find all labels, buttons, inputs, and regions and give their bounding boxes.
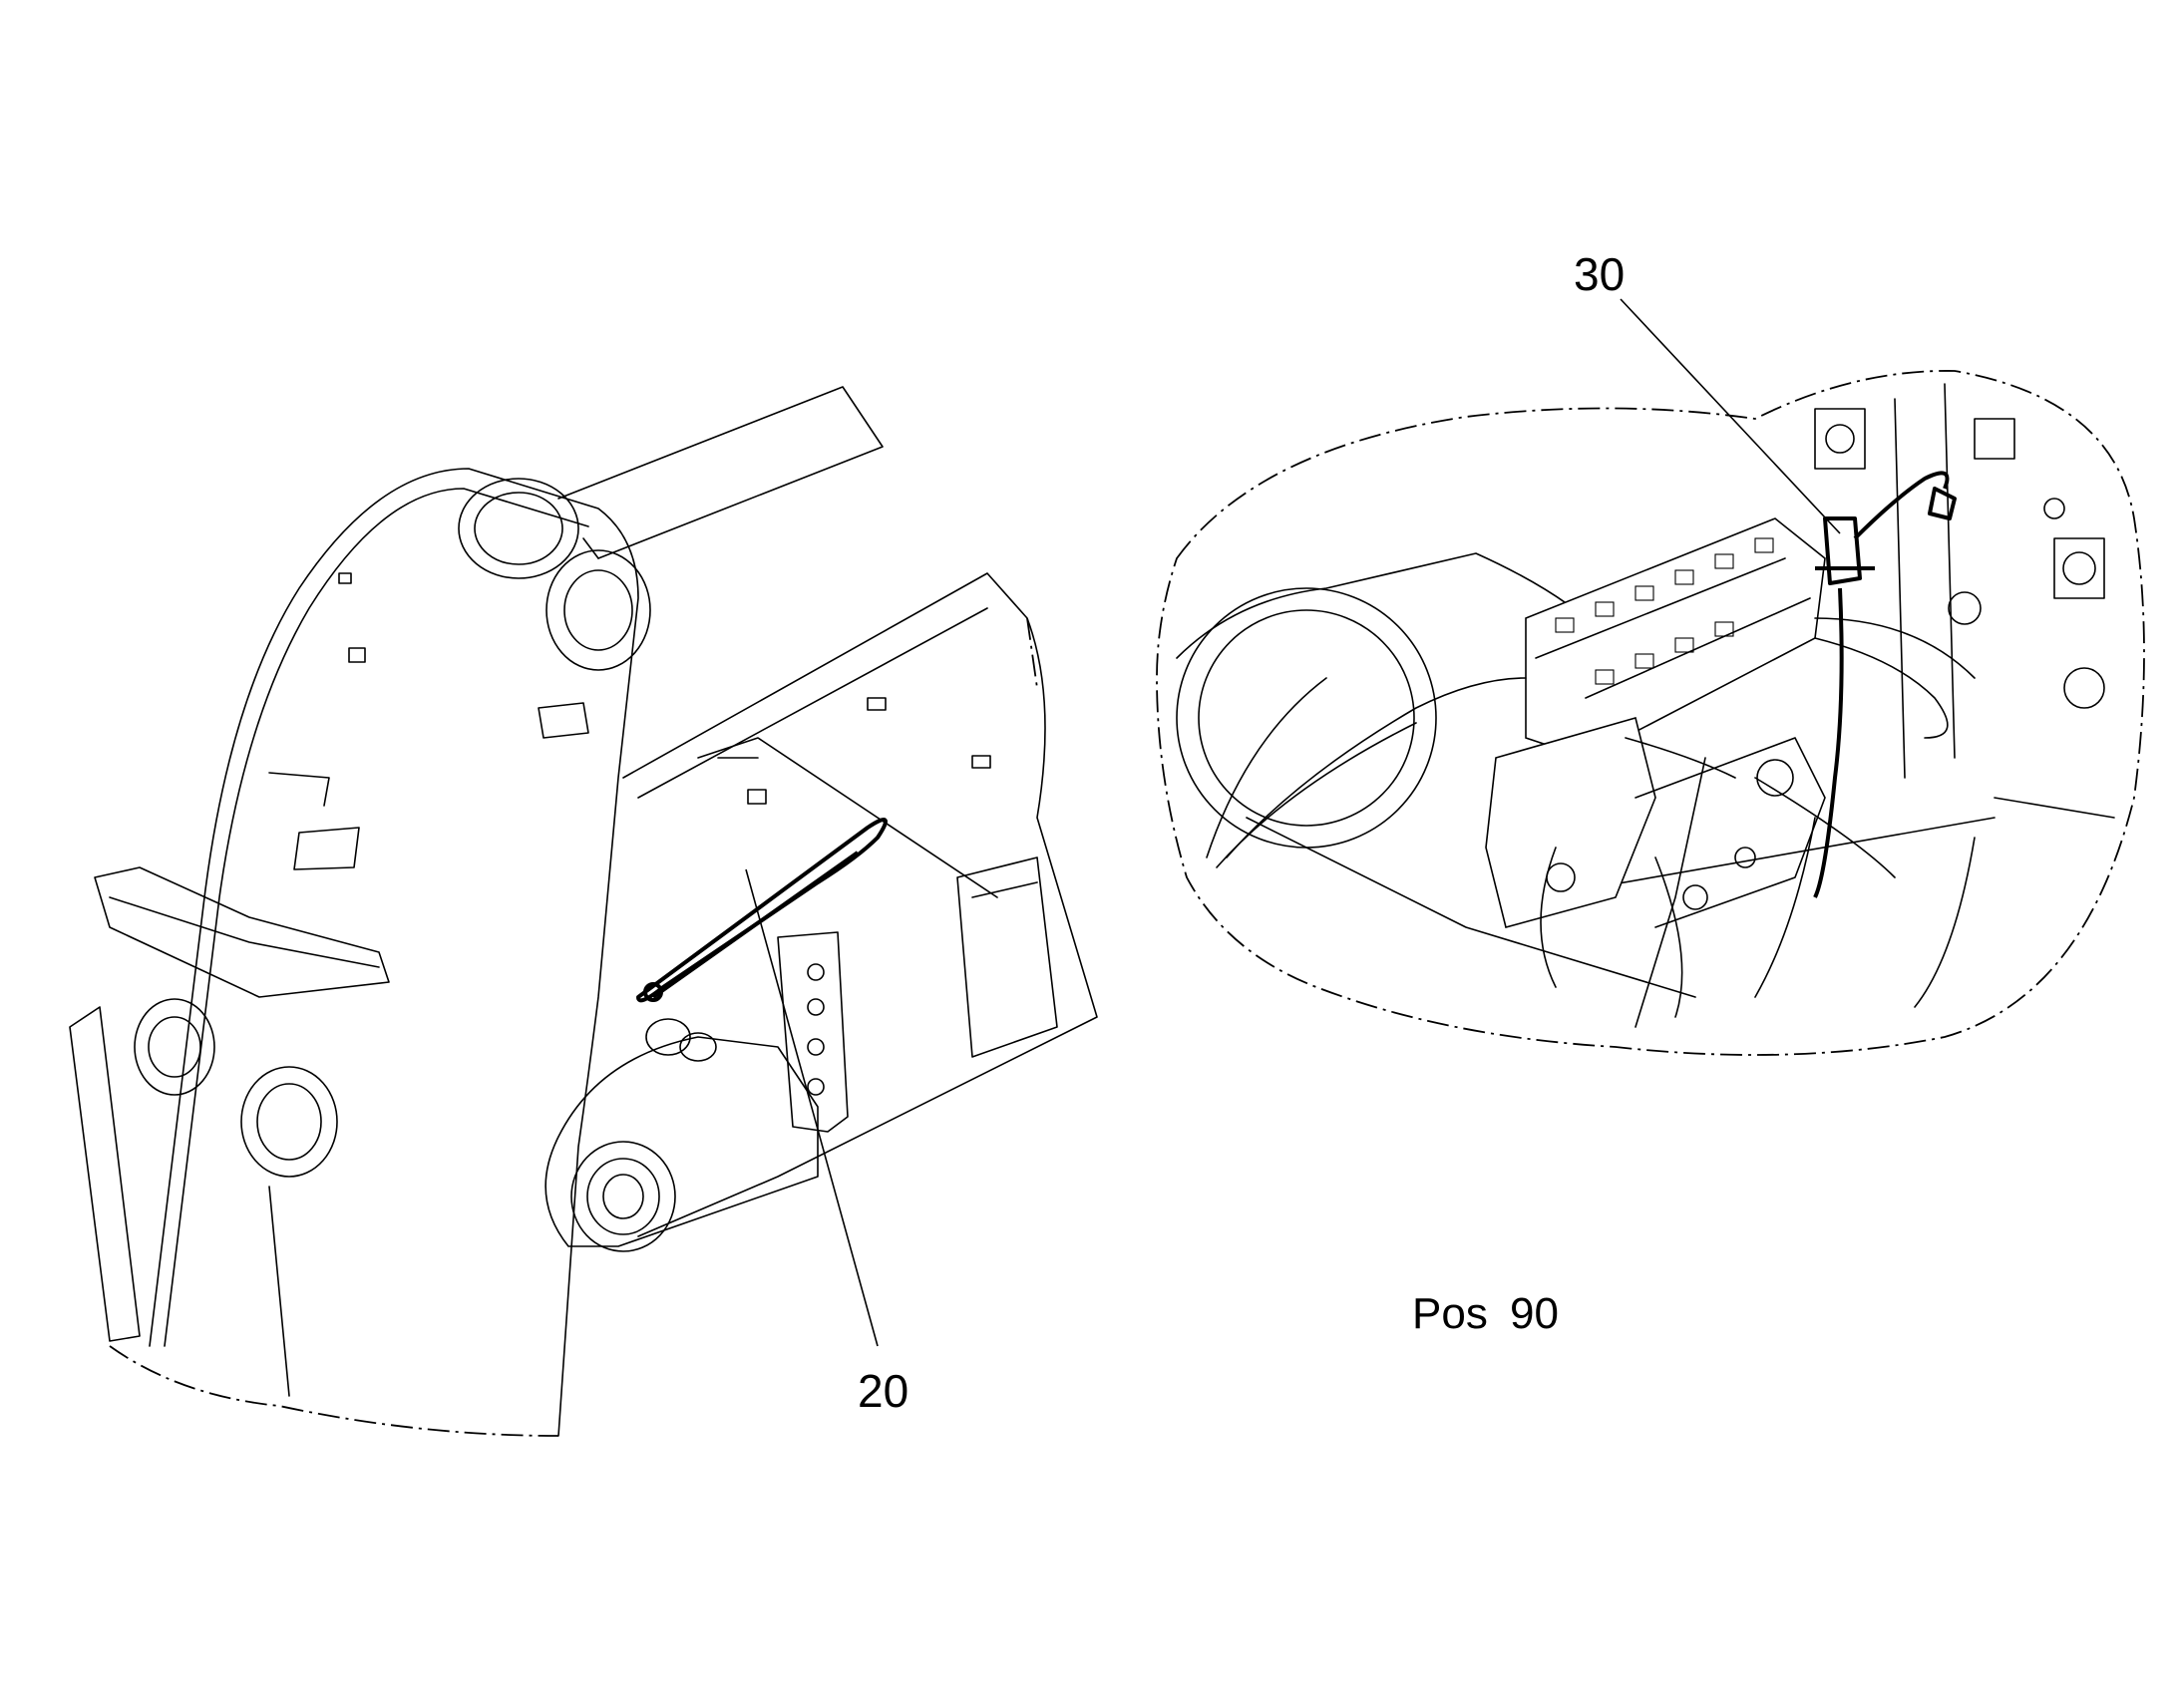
- callout-label-30: 30: [1574, 248, 1626, 300]
- loader-arm-view: [69, 386, 1098, 1437]
- position-label: Pos 90: [1412, 1289, 1559, 1338]
- valve-block-view: [1156, 298, 2145, 1056]
- callout-label-20: 20: [858, 1365, 909, 1417]
